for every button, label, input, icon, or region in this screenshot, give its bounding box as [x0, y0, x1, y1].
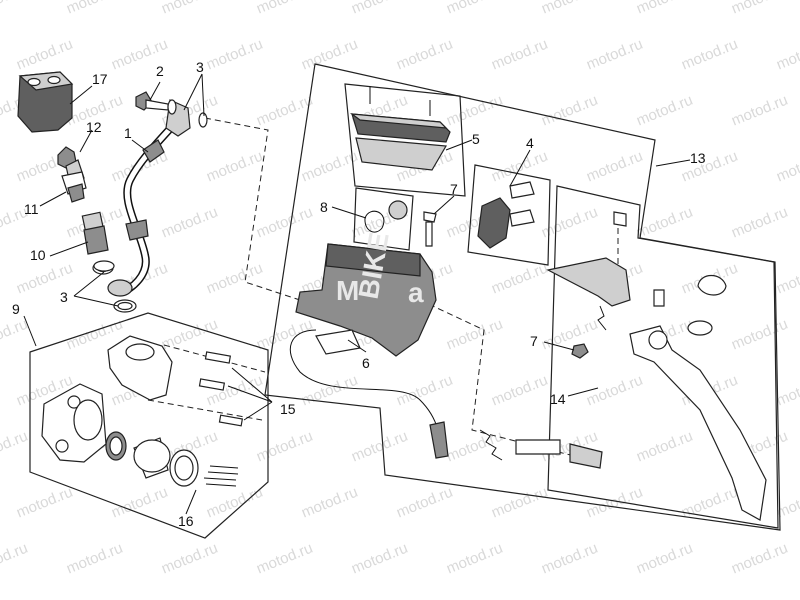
part-7-nut: [571, 343, 589, 359]
frame-group-9: [29, 312, 269, 539]
part-11-fitting: [61, 171, 87, 203]
part-8-clip: [364, 200, 408, 233]
label-7-lever: 7: [530, 333, 538, 349]
label-14: 14: [550, 391, 566, 407]
label-4: 4: [526, 135, 534, 151]
label-16: 16: [178, 513, 194, 529]
label-1: 1: [124, 125, 132, 141]
part-3-washers-top: [167, 99, 208, 128]
part-4-clamp: [477, 181, 535, 249]
part-17-block: [17, 71, 74, 133]
push-rod-spring: [479, 429, 603, 469]
label-3-top: 3: [196, 59, 204, 75]
label-10: 10: [30, 247, 46, 263]
frame-group-13: [264, 63, 781, 531]
label-8: 8: [320, 199, 328, 215]
dash-pin2: [147, 399, 263, 421]
frame-group-14: [547, 185, 779, 529]
part-6-switch: [289, 329, 449, 459]
part-15-pins: [198, 351, 244, 427]
part-5-reservoir-cap: [349, 86, 451, 171]
part-14-lever: [546, 211, 767, 521]
label-7-top: 7: [450, 181, 458, 197]
label-2: 2: [156, 63, 164, 79]
part-7-screw-top: [423, 211, 437, 247]
leader-lines: [23, 73, 691, 515]
label-5: 5: [472, 131, 480, 147]
label-11: 11: [24, 201, 39, 217]
label-15: 15: [280, 401, 296, 417]
part-2-bolt: [135, 91, 169, 111]
master-cylinder-body: M BIKE a: [295, 230, 437, 357]
part-9-slave-cylinder: [41, 335, 239, 487]
part-1-hose: [107, 99, 191, 297]
logo-m: M: [336, 275, 359, 306]
frame-item-8: [353, 187, 414, 251]
callout-labels: 17 12 11 10 1 2 3 3 9 4 5 7 8 6 7 14 13 …: [12, 59, 706, 529]
frame-item-5: [344, 83, 466, 197]
logo-tail: a: [408, 277, 424, 308]
label-13: 13: [690, 150, 706, 166]
dash-banjo: [204, 117, 301, 301]
label-3-bottom: 3: [60, 289, 68, 305]
part-3-washers-bottom: [93, 260, 137, 313]
label-9: 9: [12, 301, 20, 317]
label-12: 12: [86, 119, 102, 135]
label-17: 17: [92, 71, 108, 87]
label-6: 6: [362, 355, 370, 371]
frame-item-4: [467, 164, 551, 266]
